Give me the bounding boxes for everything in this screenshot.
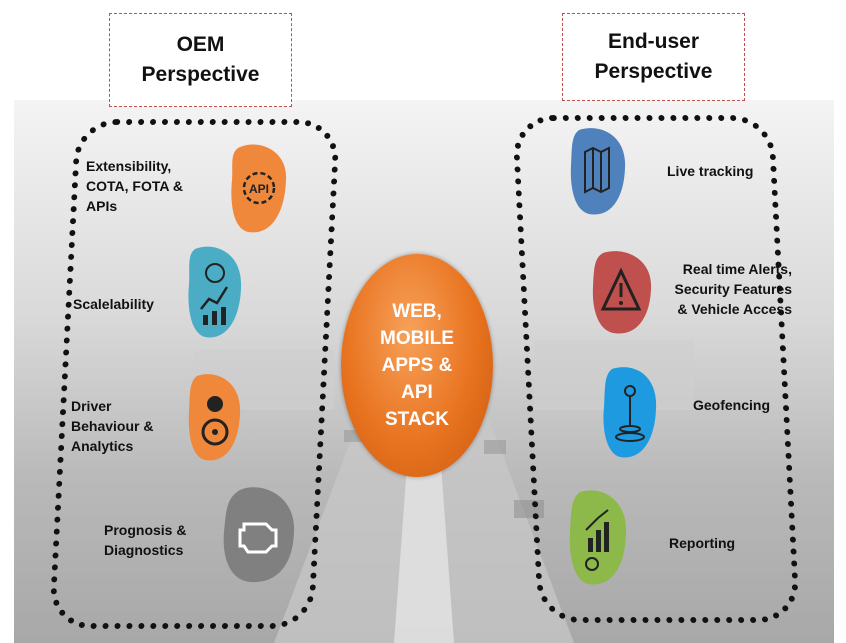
map-icon [570, 128, 626, 215]
extensibility-label: Extensibility, COTA, FOTA & APIs [86, 158, 183, 214]
svg-text:API: API [249, 182, 269, 196]
oem-perspective-header: OEM Perspective [109, 13, 292, 107]
end-user-perspective-header: End-user Perspective [562, 13, 745, 101]
center-oval: WEB, MOBILE APPS & API STACK [341, 254, 493, 477]
live-tracking-label: Live tracking [667, 163, 754, 179]
driver-icon [188, 374, 241, 461]
geofence-pin-icon [603, 367, 657, 458]
alerts-label: Real time Alerts, Security Features & Ve… [674, 261, 793, 317]
engine-check-icon [223, 487, 295, 583]
scalability-label: Scalelability [73, 296, 154, 312]
report-chart-icon [569, 490, 627, 585]
center-label: WEB, MOBILE APPS & API STACK [380, 301, 454, 430]
warning-icon [592, 251, 652, 334]
geofencing-label: Geofencing [693, 397, 771, 413]
driver-behaviour-label: Driver Behaviour & Analytics [71, 398, 154, 454]
growth-chart-icon [188, 246, 242, 338]
api-gear-icon: API [231, 144, 287, 233]
reporting-label: Reporting [669, 535, 736, 551]
prognosis-label: Prognosis & Diagnostics [104, 522, 187, 558]
